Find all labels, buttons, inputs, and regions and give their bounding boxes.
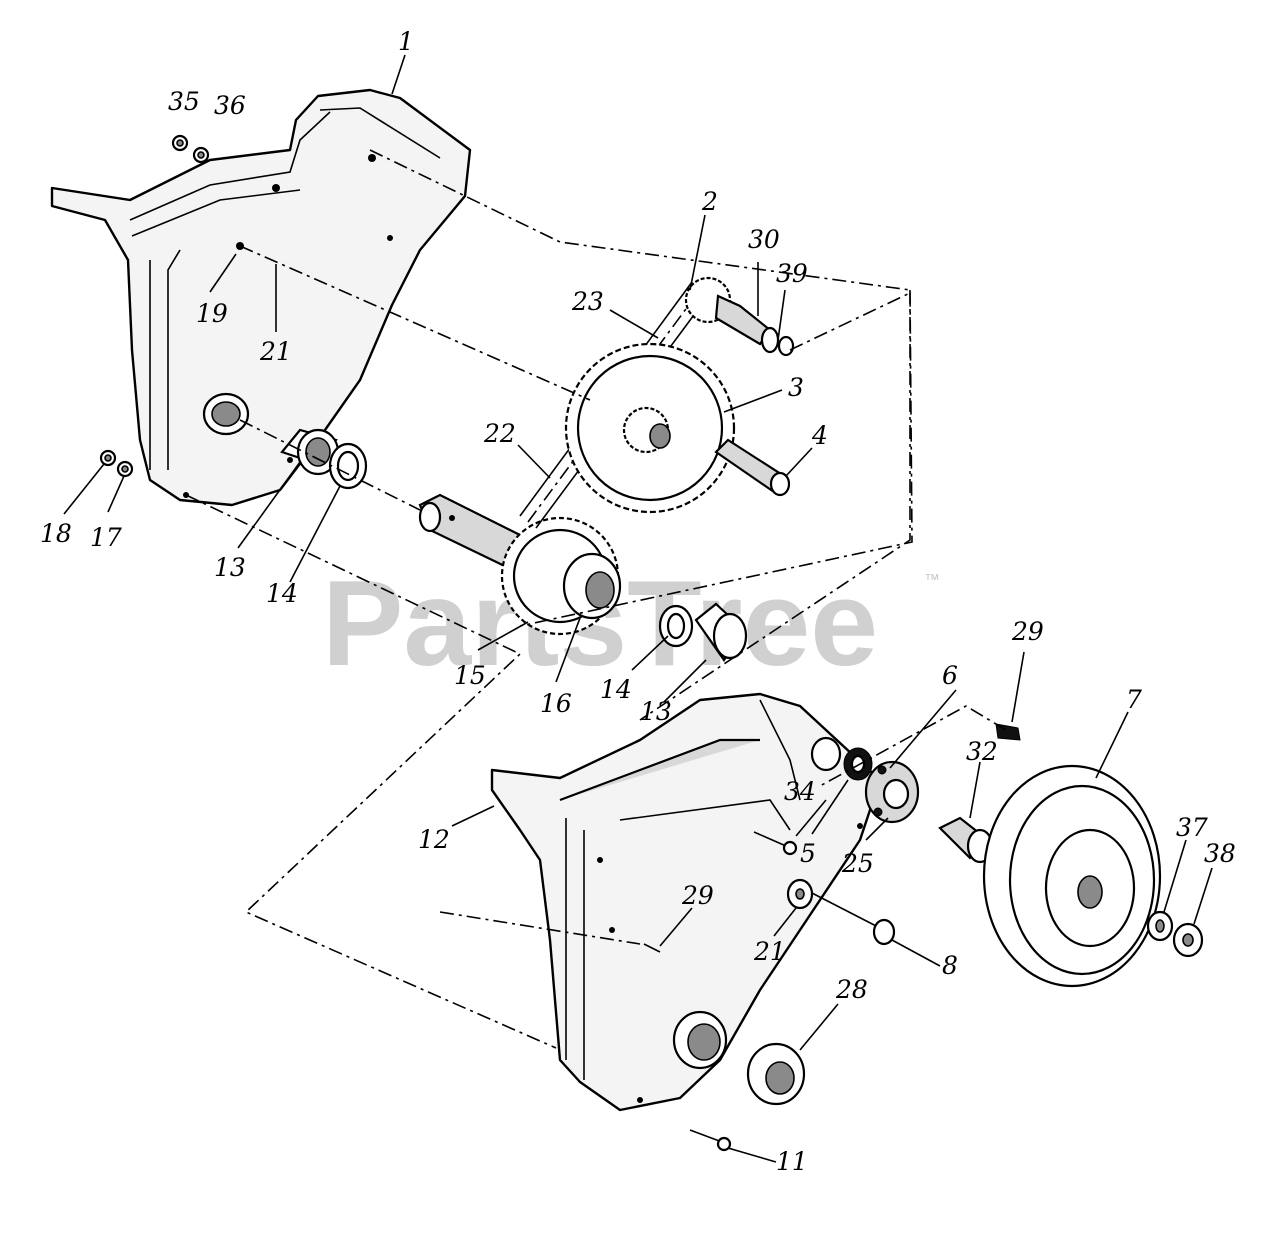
nut-17 [116, 460, 134, 478]
label-7: 7 [1126, 685, 1142, 714]
bolt-8 [809, 891, 896, 946]
label-11: 11 [776, 1147, 808, 1176]
spacer-4 [714, 438, 791, 497]
label-12: 12 [418, 825, 450, 854]
label-23: 23 [571, 287, 604, 316]
label-17: 17 [90, 523, 122, 552]
label-30: 30 [748, 225, 780, 254]
washer-14-left [328, 442, 368, 490]
bearing-13-right [694, 602, 748, 662]
label-2: 2 [701, 187, 718, 216]
pulley-7 [982, 764, 1162, 988]
washer-21-lower [786, 878, 814, 910]
spacer-32 [938, 816, 994, 864]
leader-axis-lower [239, 419, 421, 511]
leader-axis-top [789, 291, 913, 351]
label-36: 36 [214, 91, 246, 120]
label-16: 16 [540, 689, 572, 718]
label-18: 18 [40, 519, 72, 548]
label-15: 15 [454, 661, 486, 690]
leader-axis-mid [239, 245, 591, 401]
label-6: 6 [942, 661, 958, 690]
label-28: 28 [835, 975, 868, 1004]
sprocket-15 [500, 516, 622, 636]
left-chain-case-housing [50, 88, 472, 507]
label-5: 5 [800, 839, 816, 868]
screw-34 [753, 831, 798, 856]
flange-25-6 [864, 760, 920, 824]
sprocket-3 [564, 342, 736, 514]
washer-37 [1146, 910, 1174, 942]
label-14-left: 14 [266, 579, 298, 608]
leader-screw-29-lower [439, 911, 641, 945]
label-29-top: 29 [1011, 617, 1044, 646]
screw-11 [689, 1129, 732, 1152]
nut-36 [192, 146, 210, 164]
label-22: 22 [483, 419, 516, 448]
label-1: 1 [398, 27, 414, 56]
label-29-lower: 29 [681, 881, 714, 910]
label-25: 25 [841, 849, 874, 878]
sprocket-2 [684, 276, 795, 357]
leader-axis-upper [369, 149, 913, 627]
label-13-left: 13 [214, 553, 246, 582]
label-19: 19 [196, 299, 228, 328]
label-35: 35 [168, 87, 200, 116]
bearing-5 [843, 747, 873, 781]
label-3: 3 [788, 373, 804, 402]
label-13-right: 13 [640, 697, 672, 726]
label-14-right: 14 [600, 675, 632, 704]
nut-28 [746, 1042, 806, 1106]
nut-18 [99, 449, 117, 467]
leader-lines [63, 54, 1213, 1163]
part-labels: 1 35 36 2 30 39 23 19 21 3 22 4 18 17 13… [40, 27, 1236, 1176]
right-chain-case-housing [490, 692, 882, 1112]
leader-axis-right [639, 290, 911, 721]
label-21-lower: 21 [753, 937, 786, 966]
screw-29-lower [643, 943, 661, 953]
nut-35 [171, 134, 189, 152]
label-4: 4 [811, 421, 828, 450]
label-38: 38 [1204, 839, 1236, 868]
label-32: 32 [966, 737, 998, 766]
label-34: 34 [784, 777, 816, 806]
watermark-trademark: ™ [924, 572, 940, 589]
nut-38 [1172, 922, 1204, 958]
label-8: 8 [942, 951, 958, 980]
label-39: 39 [776, 259, 808, 288]
label-37: 37 [1176, 813, 1208, 842]
leader-screw-29 [819, 705, 1007, 787]
label-21-upper: 21 [259, 337, 292, 366]
